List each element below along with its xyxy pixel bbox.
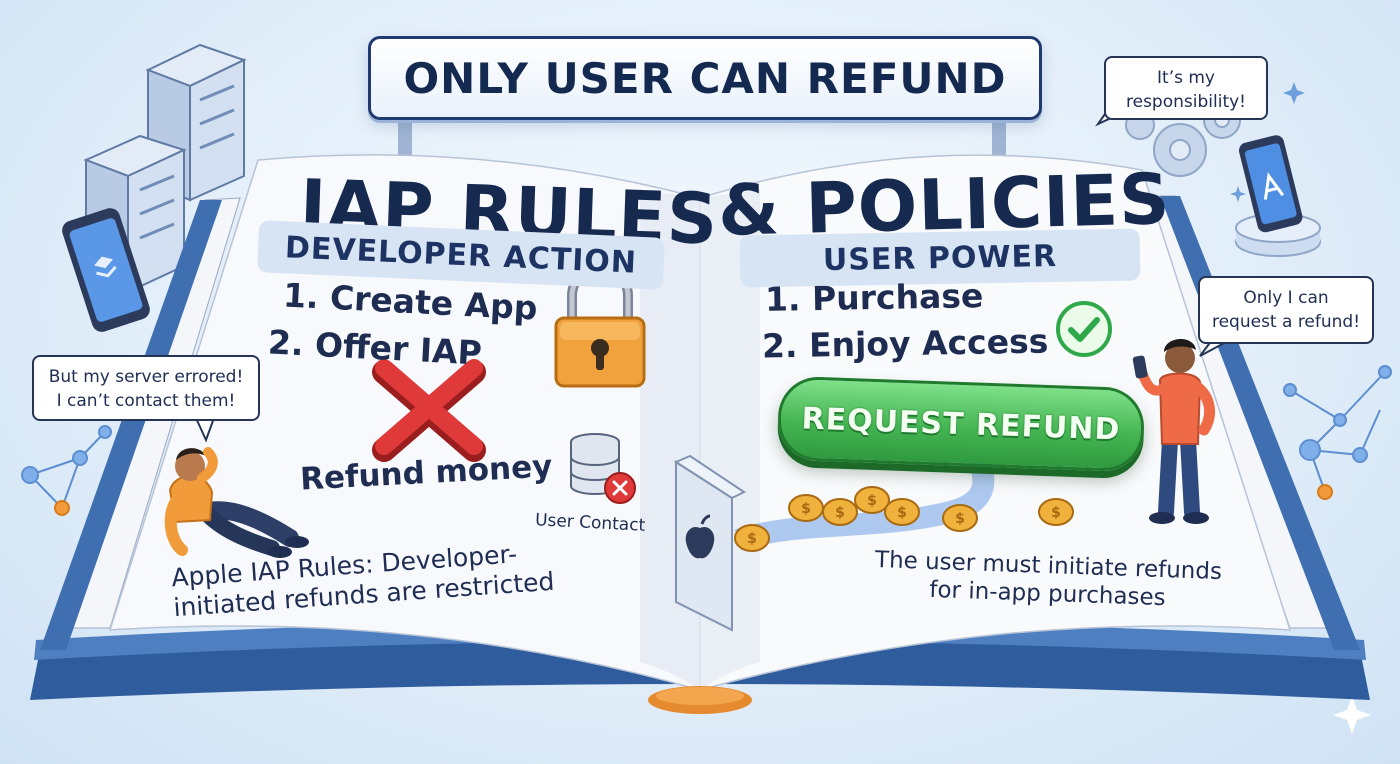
sparkle-icon <box>1230 82 1371 734</box>
title-banner: ONLY USER CAN REFUND <box>368 36 1042 120</box>
speech-bubble-only-i: Only I can request a refund! <box>1198 276 1374 344</box>
apple-logo-icon <box>673 454 746 632</box>
speech-bubble-responsibility: It’s my responsibility! <box>1104 56 1268 120</box>
banner-title: ONLY USER CAN REFUND <box>403 53 1007 103</box>
network-nodes-icon <box>21 425 112 516</box>
section-label: DEVELOPER ACTION <box>284 229 638 281</box>
svg-text:$: $ <box>835 505 845 521</box>
developer-figure <box>164 447 309 558</box>
svg-text:$: $ <box>955 511 965 527</box>
section-label: USER POWER <box>822 238 1058 278</box>
network-nodes-icon <box>1283 365 1392 500</box>
user-figure <box>1132 338 1216 524</box>
svg-text:$: $ <box>897 505 907 521</box>
request-refund-label: REQUEST REFUND <box>801 400 1121 448</box>
svg-text:$: $ <box>1051 505 1061 521</box>
request-refund-button[interactable]: REQUEST REFUND <box>776 375 1146 473</box>
check-circle-icon <box>1056 301 1112 357</box>
step-enjoy-access: 2. Enjoy Access <box>761 321 1049 366</box>
smartphone-icon <box>62 208 150 332</box>
database-error-icon <box>570 433 636 504</box>
server-rack-icon <box>83 43 247 294</box>
svg-text:$: $ <box>801 501 811 517</box>
red-cross-icon <box>372 359 486 462</box>
speech-bubble-developer: But my server errored! I can’t contact t… <box>32 355 260 421</box>
smartphone-icon <box>1235 135 1321 257</box>
svg-text:$: $ <box>867 493 877 509</box>
coin-icon: $ $ $ $ $ $ $ <box>734 486 1074 552</box>
svg-text:$: $ <box>747 531 757 547</box>
step-purchase: 1. Purchase <box>764 276 984 319</box>
